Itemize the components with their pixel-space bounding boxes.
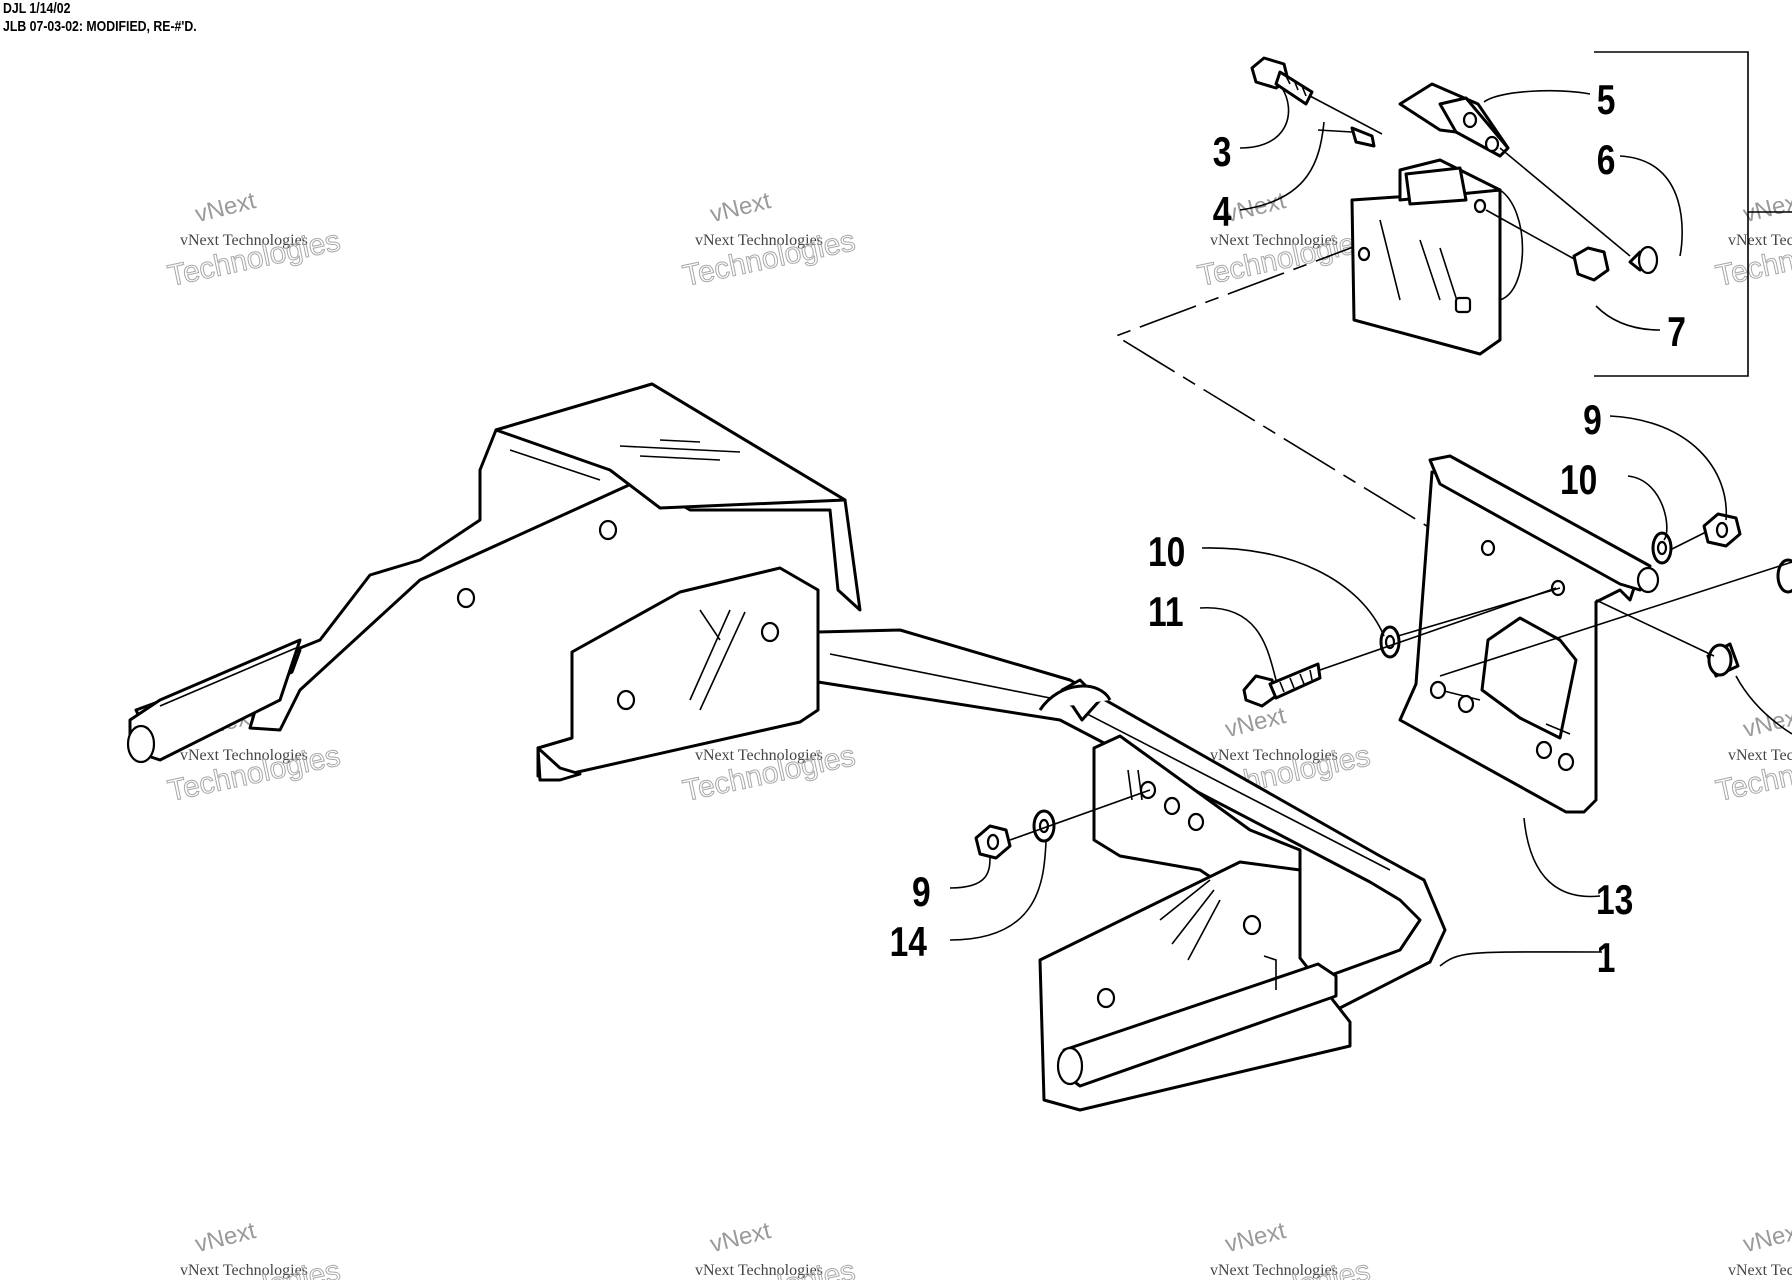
hardware-washer-10-left [1379,625,1401,659]
watermark-stamp: vNext vNext Technologies Technologies [680,1217,859,1280]
svg-text:vNext: vNext [707,187,773,228]
svg-text:vNext: vNext [707,1217,773,1258]
hardware-washer-14 [1032,809,1056,843]
svg-text:vNext: vNext [192,187,258,228]
svg-text:vNext Technologies: vNext Technologies [1728,1262,1792,1279]
left-mounting-plate [536,566,820,782]
callout-13: 13 [1596,878,1633,924]
leader-lines [949,87,1792,967]
watermark-stamp: vNext vNext Technologies Technologies [165,702,344,808]
callout-9-upper: 9 [1583,398,1602,444]
svg-text:vNext Technologies: vNext Technologies [1210,1262,1338,1279]
drawing-revision-line-1: DJL 1/14/02 [3,0,71,17]
svg-text:vNext Technologies: vNext Technologies [695,747,823,764]
drawing-revision-line-2: JLB 07-03-02: MODIFIED, RE-#'D. [3,18,197,35]
detail-projection-line [1114,239,1441,535]
callout-6: 6 [1597,138,1616,184]
watermark-stamp: vNext vNext Technologies Technologies [680,187,859,293]
detail-bracket [1594,51,1749,377]
svg-text:vNext Technologies: vNext Technologies [695,1262,823,1279]
callout-labels: 3 4 5 6 7 9 10 10 11 13 1 9 14 [890,78,1686,982]
callout-5: 5 [1597,78,1616,124]
svg-text:vNext Technologies: vNext Technologies [180,747,308,764]
callout-9-lower: 9 [912,870,931,916]
watermark-stamp: vNext vNext Technologies Technologies [165,1217,344,1280]
watermark-stamp: vNext vNext Technologies Technologies [165,187,344,293]
lower-bracket [1038,734,1352,1112]
watermark-stamp: vNext vNext Technologies Technologies [1713,187,1792,293]
svg-text:vNext Technologies: vNext Technologies [1728,747,1792,764]
hardware-washer-edge [1776,558,1792,594]
callout-3: 3 [1213,130,1232,176]
svg-text:vNext Technologies: vNext Technologies [1728,232,1792,249]
svg-text:vNext: vNext [1740,702,1792,743]
hardware-spacer [1706,642,1740,678]
svg-text:vNext: vNext [1222,702,1288,743]
latch-detail-group [1250,56,1659,356]
callout-10-left: 10 [1148,530,1185,576]
svg-text:vNext Technologies: vNext Technologies [1210,747,1338,764]
watermark-stamp: vNext vNext Technologies Technologies [1195,1217,1374,1280]
hardware-washer-10-right [1651,531,1673,565]
assembly-lines [1009,531,1792,841]
callout-1: 1 [1597,936,1616,982]
callout-7: 7 [1667,310,1686,356]
hardware-nut-9-right [1702,512,1742,548]
svg-text:vNext: vNext [1740,1217,1792,1258]
callout-11: 11 [1148,590,1184,636]
left-steering-arm [126,382,862,764]
svg-text:vNext Technologies: vNext Technologies [180,1262,308,1279]
svg-text:vNext Technologies: vNext Technologies [695,232,823,249]
right-pedal-plate [1398,454,1660,814]
svg-text:vNext Technologies: vNext Technologies [180,232,308,249]
svg-text:vNext: vNext [192,1217,258,1258]
hardware-nut-9-lower [974,824,1012,860]
callout-14: 14 [890,920,927,966]
callout-4: 4 [1213,190,1232,236]
watermark-stamp: vNext vNext Technologies Technologies [1713,1217,1792,1280]
hardware-bolt-11 [1242,662,1322,708]
svg-text:vNext: vNext [1222,1217,1288,1258]
svg-text:vNext Technologies: vNext Technologies [1210,232,1338,249]
callout-10-upper: 10 [1560,458,1597,504]
watermark-stamp: vNext vNext Technologies Technologies [1713,702,1792,808]
